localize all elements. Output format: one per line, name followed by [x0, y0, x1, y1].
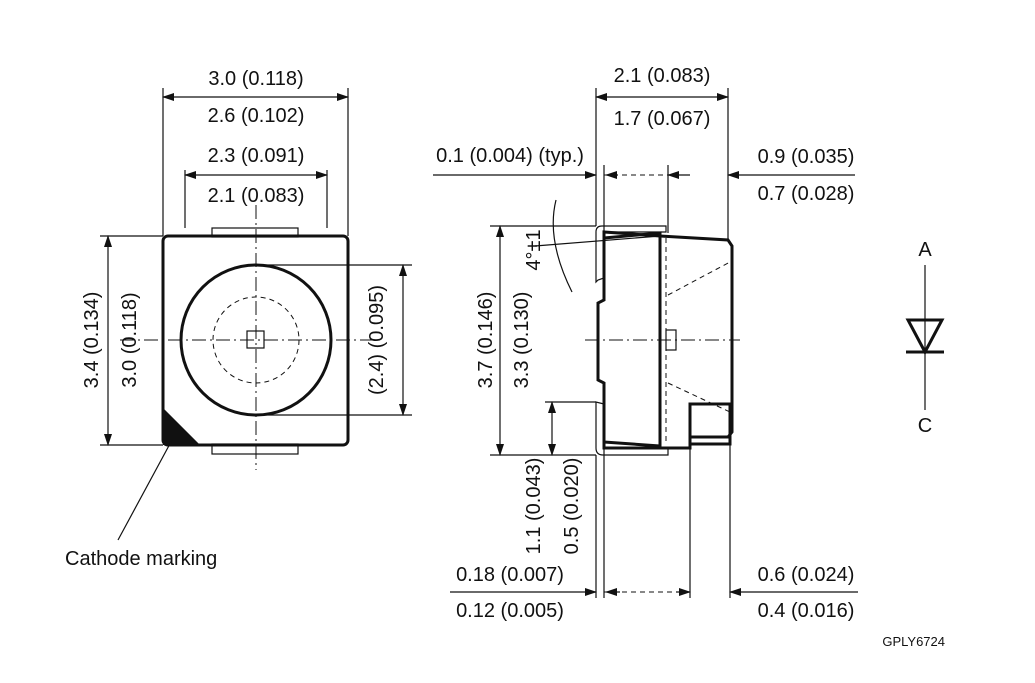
- label-depth-outer: 2.1 (0.083): [614, 65, 711, 87]
- label-foot-inner: 0.4 (0.016): [758, 600, 855, 622]
- label-side-height-inner: 3.3 (0.130): [511, 292, 533, 389]
- label-foot-outer: 0.6 (0.024): [758, 564, 855, 586]
- label-lead-gap-outer: 0.18 (0.007): [456, 564, 564, 586]
- diode-symbol: A C: [905, 239, 945, 437]
- foot: [688, 402, 732, 446]
- label-depth-inner: 1.7 (0.067): [614, 108, 711, 130]
- label-width-inner: 2.6 (0.102): [208, 105, 305, 127]
- label-step-outer: 0.9 (0.035): [758, 146, 855, 168]
- diode-triangle: [905, 318, 945, 356]
- label-lens-diameter: (2.4) (0.095): [366, 285, 388, 395]
- cathode-corner-fill: [163, 410, 198, 445]
- label-angle: 4°±1: [523, 229, 545, 270]
- label-anode: A: [918, 239, 932, 261]
- drawing-id: GPLY6724: [882, 634, 945, 649]
- label-height-inner: 3.0 (0.118): [119, 292, 141, 387]
- label-side-height-outer: 3.7 (0.146): [475, 292, 497, 389]
- label-cathode-marking: Cathode marking: [65, 548, 217, 570]
- side-view: 2.1 (0.083) 1.7 (0.067) 0.1 (0.004) (typ…: [433, 65, 858, 622]
- label-cathode: C: [918, 415, 932, 437]
- front-view: 3.0 (0.118) 2.6 (0.102) 2.3 (0.091) 2.1 …: [65, 68, 412, 570]
- label-height-outer: 3.4 (0.134): [81, 292, 103, 389]
- label-lead-length-inner: 0.5 (0.020): [561, 458, 583, 555]
- label-lead-thickness: 0.1 (0.004) (typ.): [436, 145, 584, 167]
- cathode-leader: [117, 439, 173, 541]
- label-pad-outer: 2.3 (0.091): [208, 145, 305, 167]
- label-pad-inner: 2.1 (0.083): [208, 185, 305, 207]
- label-width-outer: 3.0 (0.118): [208, 68, 303, 90]
- label-lead-gap-inner: 0.12 (0.005): [456, 600, 564, 622]
- label-step-inner: 0.7 (0.028): [758, 183, 855, 205]
- label-lead-length-outer: 1.1 (0.043): [523, 458, 545, 555]
